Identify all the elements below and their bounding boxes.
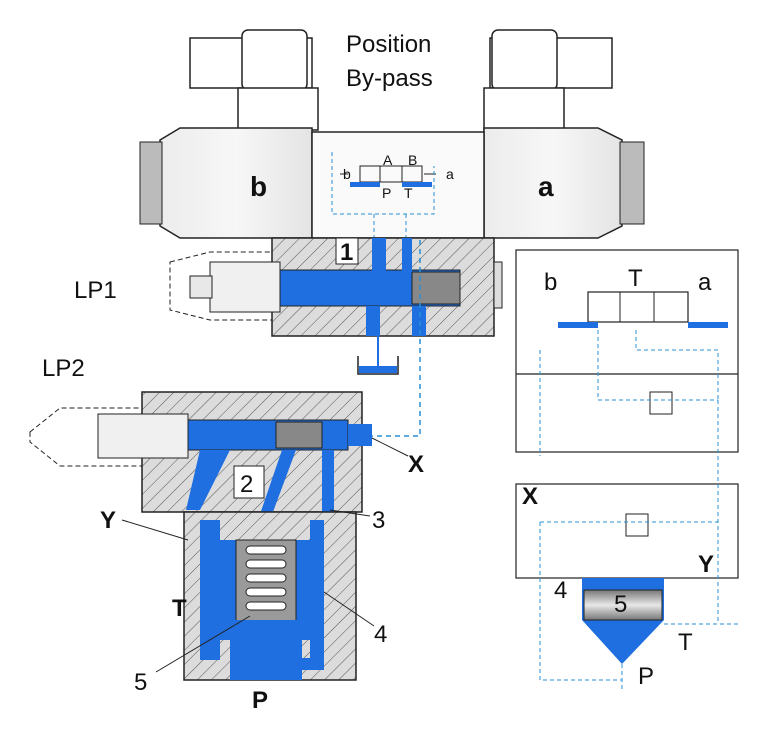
solenoid-a-label: a xyxy=(538,171,554,202)
title-position: Position xyxy=(346,31,431,58)
lp1-block xyxy=(169,237,503,337)
schem-p-label: P xyxy=(638,663,654,690)
solenoid-b-label: b xyxy=(250,171,267,202)
mini-port-p: P xyxy=(382,185,391,201)
coil-b xyxy=(159,127,313,239)
mini-port-a: A xyxy=(383,152,393,168)
schem-a-label: a xyxy=(698,269,712,296)
hydraulic-schematic xyxy=(515,249,739,690)
port-t-label: T xyxy=(172,595,187,622)
port-2-label: 2 xyxy=(240,471,253,498)
port-y-label: Y xyxy=(100,507,116,534)
mini-valve-symbol xyxy=(331,152,436,260)
schem-y-label: Y xyxy=(698,551,714,578)
mini-port-t: T xyxy=(404,185,413,201)
lp1-label: LP1 xyxy=(74,277,117,304)
schem-4-label: 4 xyxy=(554,577,567,604)
mini-a: a xyxy=(446,166,454,182)
schem-t-top-label: T xyxy=(628,265,643,292)
mini-port-b: B xyxy=(408,152,417,168)
schem-x-label: X xyxy=(522,483,538,510)
part-5-label: 5 xyxy=(134,669,147,696)
port-x-label: X xyxy=(408,451,424,478)
lp2-label: LP2 xyxy=(42,355,85,382)
part-4-label: 4 xyxy=(374,621,387,648)
solenoid-valve: b a b A B a P T xyxy=(139,29,645,260)
part-3-label: 3 xyxy=(372,507,385,534)
mini-b: b xyxy=(343,166,351,182)
port-p-label: P xyxy=(252,687,268,714)
port-1-label: 1 xyxy=(340,239,353,266)
schem-5-label: 5 xyxy=(614,591,627,618)
title-bypass: By-pass xyxy=(346,65,433,92)
lp2-block xyxy=(29,391,372,520)
main-cartridge xyxy=(183,511,357,681)
schem-t-label: T xyxy=(678,629,693,656)
tank-symbol xyxy=(357,336,399,375)
schem-b-label: b xyxy=(544,269,557,296)
